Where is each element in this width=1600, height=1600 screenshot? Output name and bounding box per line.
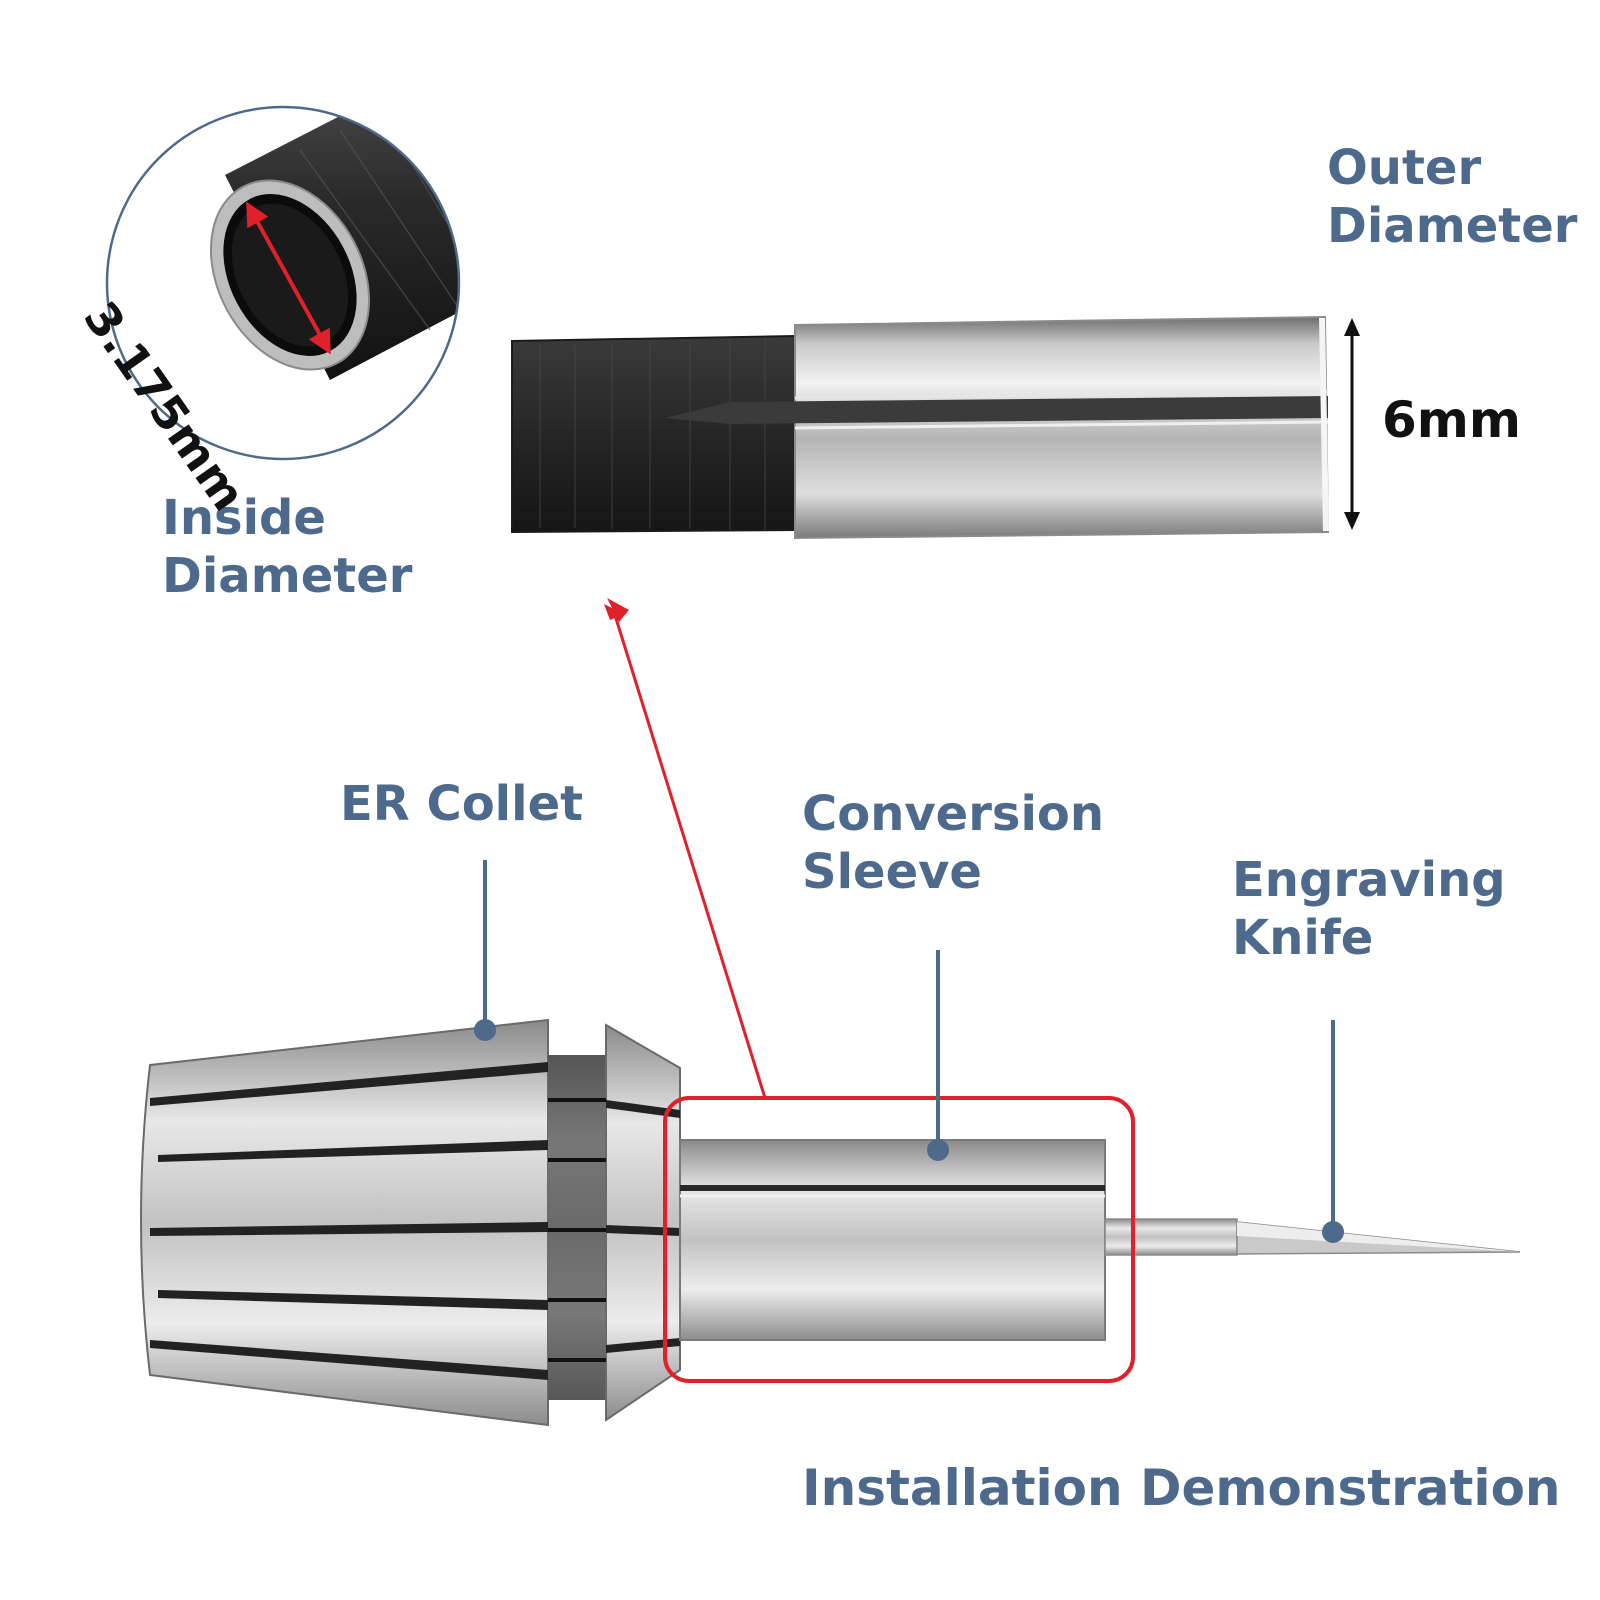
er-collet-body (140, 1018, 681, 1427)
conversion-sleeve-line-2: Sleeve (802, 843, 982, 900)
circle-zoom-inset (105, 105, 461, 461)
conversion-sleeve-leader (927, 950, 949, 1161)
installation-caption: Installation Demonstration (802, 1459, 1561, 1517)
inside-diameter-label: Inside Diameter (162, 490, 412, 605)
conversion-sleeve-line-1: Conversion (802, 786, 1105, 842)
sleeve-detail (511, 315, 1330, 540)
engraving-knife-line-2: Knife (1232, 909, 1374, 966)
engraving-knife-label: Engraving Knife (1232, 852, 1506, 967)
conversion-sleeve-part (679, 1139, 1106, 1341)
engraving-knife-part (1104, 1218, 1521, 1256)
engraving-knife-line-1: Engraving (1232, 852, 1506, 908)
conversion-sleeve-label: Conversion Sleeve (802, 786, 1104, 901)
outer-diameter-line-2: Diameter (1327, 197, 1578, 254)
inside-diameter-line-1: Inside (162, 490, 326, 546)
red-callout-arrow (604, 598, 767, 1099)
inside-diameter-line-2: Diameter (162, 547, 413, 604)
outer-diameter-value: 6mm (1382, 391, 1521, 449)
er-collet-leader (474, 860, 496, 1041)
up-down-dimension-arrow (1344, 318, 1360, 530)
highlight-box (663, 1096, 1135, 1383)
outer-diameter-line-1: Outer (1327, 140, 1482, 196)
outer-diameter-label: Outer Diameter (1327, 140, 1577, 255)
engraving-knife-leader (1322, 1020, 1344, 1243)
er-collet-label: ER Collet (340, 776, 584, 832)
